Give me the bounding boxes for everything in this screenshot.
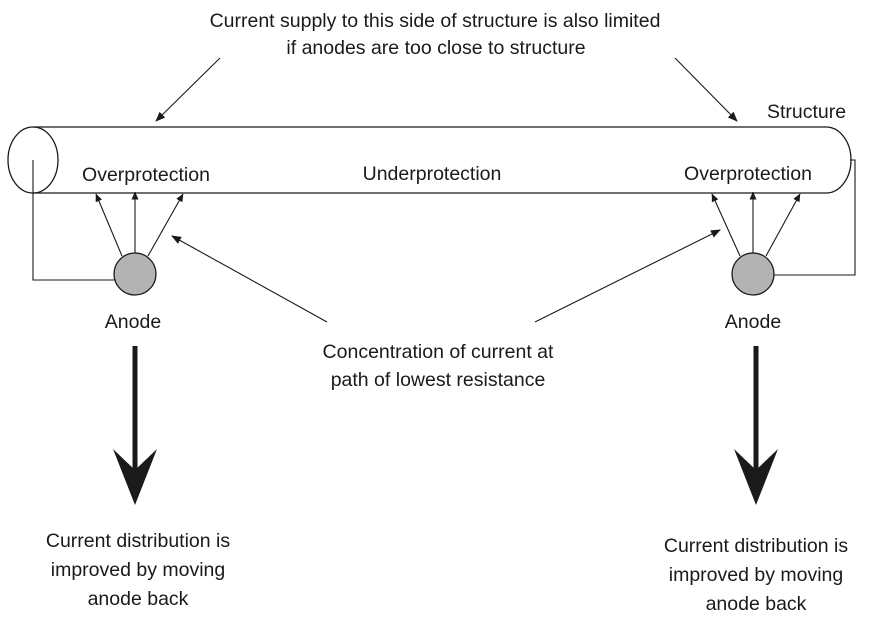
concentration-note-line-2: path of lowest resistance [331, 369, 546, 391]
left-anode-current-arrow-1 [95, 193, 123, 257]
left-anode-current-arrow-3 [147, 193, 184, 257]
left-anode-wire [32, 160, 115, 281]
concentration-arrow-right [534, 229, 721, 323]
concentration-arrow-left [171, 235, 328, 323]
zone-left-overprotection: Overprotection [82, 164, 210, 186]
right-improvement-line-2: improved by moving [669, 564, 844, 586]
concentration-note-line-1: Concentration of current at [323, 341, 554, 363]
top-note-line-2: if anodes are too close to structure [286, 37, 585, 59]
right-anode-wire [773, 159, 856, 276]
right-anode-current-arrow-1 [711, 193, 741, 257]
top-note-line-1: Current supply to this side of structure… [210, 10, 661, 32]
right-anode-current-arrow-3 [765, 193, 801, 257]
left-improvement-line-2: improved by moving [51, 559, 226, 581]
zone-middle-underprotection: Underprotection [363, 163, 502, 185]
left-anode-label: Anode [105, 311, 161, 333]
right-improvement-line-1: Current distribution is [664, 535, 848, 557]
right-anode [731, 252, 775, 296]
left-anode [113, 252, 157, 296]
right-move-back-arrow [734, 346, 778, 505]
top-note-arrow-right [674, 57, 738, 122]
left-improvement-line-1: Current distribution is [46, 530, 230, 552]
top-note-arrow-left [155, 57, 221, 122]
right-improvement-line-3: anode back [706, 593, 807, 615]
structure-label: Structure [767, 101, 846, 123]
left-move-back-arrow [113, 346, 157, 505]
left-improvement-line-3: anode back [88, 588, 189, 610]
zone-right-overprotection: Overprotection [684, 163, 812, 185]
right-anode-label: Anode [725, 311, 781, 333]
